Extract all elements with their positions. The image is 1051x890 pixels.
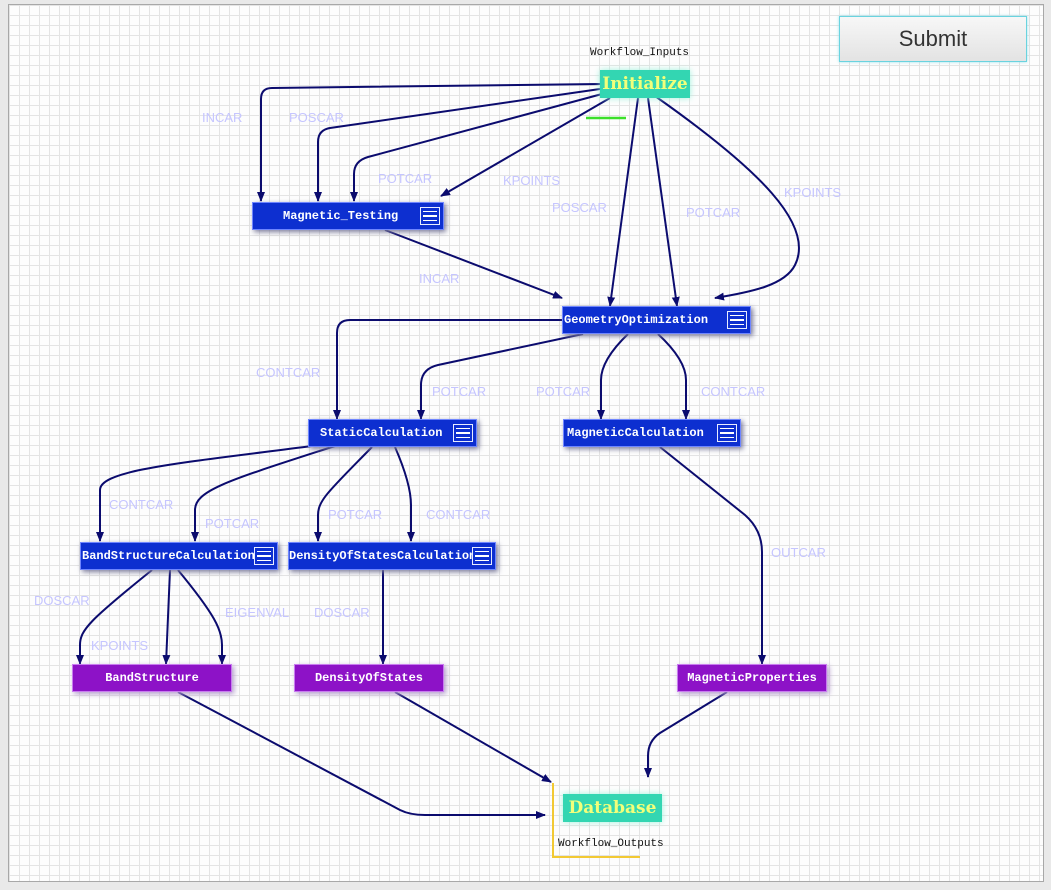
workflow-inputs-label: Workflow_Inputs [590,47,690,59]
edge-label-contcar: CONTCAR [701,384,766,399]
edge-label-doscar: DOSCAR [314,605,370,620]
node-label: MagneticCalculation [567,426,704,440]
node-band-structure[interactable]: BandStructure [72,664,232,692]
edge-label-incar: INCAR [202,110,243,125]
list-menu-icon[interactable] [472,547,492,565]
edge-label-potcar: POTCAR [328,507,383,522]
list-menu-icon[interactable] [453,424,473,442]
node-label: Database [568,798,657,818]
node-label: MagneticProperties [687,671,817,685]
edge-label-potcar: POTCAR [378,171,433,186]
edge-label-poscar: POSCAR [289,110,344,125]
edge-label-kpoints: KPOINTS [91,638,149,653]
edge-label-contcar: CONTCAR [109,497,174,512]
workflow-outputs-label: Workflow_Outputs [558,838,664,850]
edge-label-potcar: POTCAR [432,384,487,399]
node-label: DensityOfStates [314,671,424,685]
node-label: DensityOfStatesCalculation [289,549,472,563]
list-menu-icon[interactable] [254,547,274,565]
node-static-calculation[interactable]: StaticCalculation [308,419,477,447]
node-label: Initialize [602,74,688,94]
edge-label-kpoints: KPOINTS [784,185,842,200]
edge-label-poscar: POSCAR [552,200,607,215]
node-label: BandStructureCalculation [82,549,254,563]
node-database[interactable]: Database [563,794,662,822]
node-initialize[interactable]: Initialize [600,70,690,98]
node-band-structure-calculation[interactable]: BandStructureCalculation [80,542,278,570]
node-label: GeometryOptimization [564,313,709,327]
workflow-canvas[interactable] [8,4,1044,882]
edge-label-potcar: POTCAR [536,384,591,399]
edge-label-contcar: CONTCAR [256,365,321,380]
node-density-of-states[interactable]: DensityOfStates [294,664,444,692]
edge-label-doscar: DOSCAR [34,593,90,608]
edge-label-eigenval: EIGENVAL [225,605,290,620]
node-label: BandStructure [105,671,199,685]
node-geometry-optimization[interactable]: GeometryOptimization [562,306,751,334]
edge-label-contcar: CONTCAR [426,507,491,522]
list-menu-icon[interactable] [420,207,440,225]
edge-label-potcar: POTCAR [205,516,260,531]
list-menu-icon[interactable] [717,424,737,442]
edge-label-kpoints: KPOINTS [503,173,561,188]
node-label: StaticCalculation [320,426,443,440]
node-magnetic-calculation[interactable]: MagneticCalculation [563,419,741,447]
node-magnetic-properties[interactable]: MagneticProperties [677,664,827,692]
submit-button[interactable]: Submit [839,16,1027,62]
edge-label-potcar: POTCAR [686,205,741,220]
edge-label-incar: INCAR [419,271,460,286]
node-density-of-states-calculation[interactable]: DensityOfStatesCalculation [288,542,496,570]
edge-label-outcar: OUTCAR [771,545,826,560]
node-label: Magnetic_Testing [283,209,399,223]
node-magnetic-testing[interactable]: Magnetic_Testing [252,202,444,230]
list-menu-icon[interactable] [727,311,747,329]
